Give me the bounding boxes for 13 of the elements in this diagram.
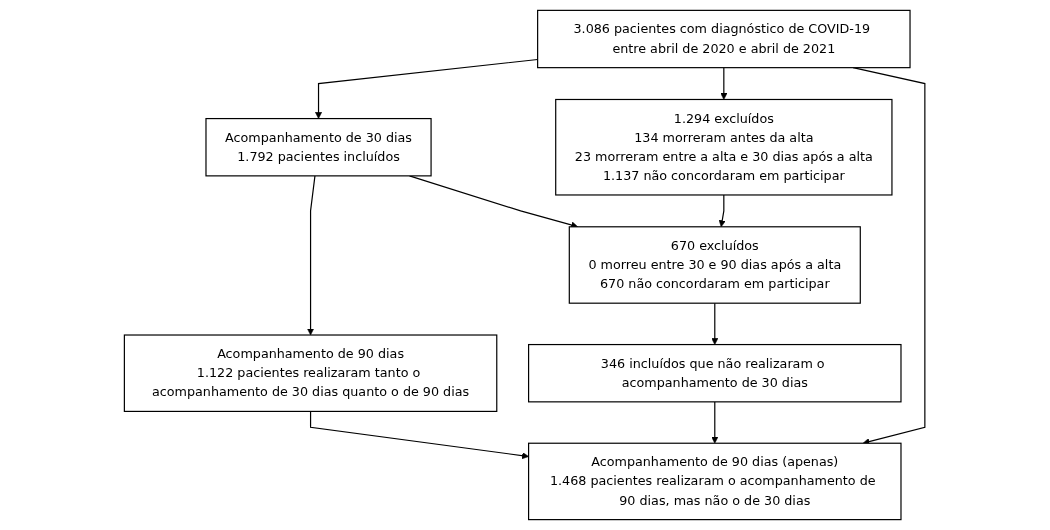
node-box: Acompanhamento de 30 dias 1.792 pacientes incluídos <box>205 118 433 177</box>
arrow <box>719 194 727 228</box>
arrow <box>720 67 728 100</box>
arrow <box>711 302 719 345</box>
node-box: 346 incluídos que não realizaram o acompanhamento de 30 dias <box>528 343 902 403</box>
node-box: Acompanhamento de 90 dias (apenas) 1.468 pacientes realizaram o acompanhamento de 90 dias, mas não o de 30 dias <box>528 442 902 521</box>
node-box: 670 excluídos 0 morreu entre 30 e 90 dias após a alta 670 não concordaram em participar <box>569 226 862 304</box>
node-box: 3.086 pacientes com diagnóstico de COVID-19 entre abril de 2020 e abril de 2021 <box>537 9 911 69</box>
node-box: 1.294 excluídos 134 morreram antes da alta 23 morreram entre a alta e 30 dias após a alta 1.137 não concordaram em participar <box>555 98 893 196</box>
arrow <box>315 58 539 119</box>
arrow <box>711 401 719 444</box>
arrow <box>307 175 316 336</box>
node-box: Acompanhamento de 90 dias 1.122 pacientes realizaram tanto o acompanhamento de 30 dias quanto o de 90 dias <box>124 334 498 412</box>
